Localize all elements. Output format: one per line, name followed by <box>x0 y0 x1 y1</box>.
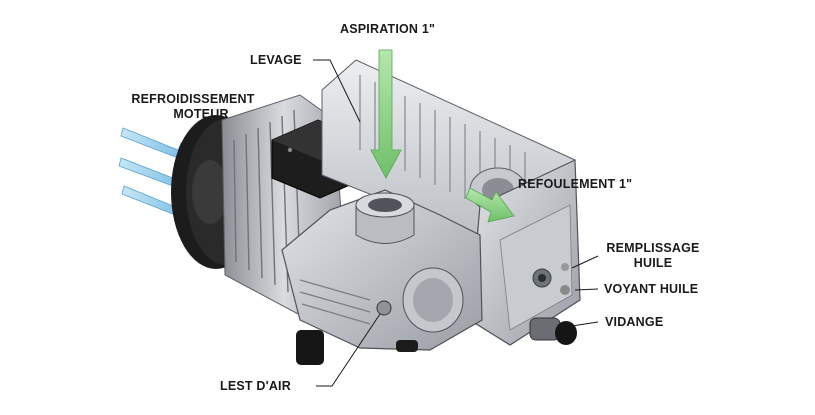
label-vidange: VIDANGE <box>605 315 664 329</box>
central-casting <box>281 189 483 365</box>
label-remplissage-line1: REMPLISSAGE <box>606 241 700 255</box>
refoulement-arrow <box>465 187 515 223</box>
levage-leader <box>313 59 361 123</box>
lest-leader <box>316 313 381 387</box>
leader-lines <box>313 59 599 387</box>
airflow-arrows <box>370 49 515 223</box>
label-voyant: VOYANT HUILE <box>604 282 699 296</box>
aspiration-arrow <box>370 49 402 179</box>
gas-ballast-valve <box>376 300 392 316</box>
voyant-leader <box>574 288 599 291</box>
label-aspiration: ASPIRATION 1" <box>340 22 436 36</box>
label-lest: LEST D'AIR <box>220 379 291 393</box>
vidange-leader <box>571 321 599 327</box>
label-levage: LEVAGE <box>250 53 302 67</box>
label-remplissage: REMPLISSAGE HUILE <box>600 241 706 271</box>
label-refroidissement-line2: MOTEUR <box>173 107 229 121</box>
drain-plug <box>529 317 561 341</box>
label-refroidissement: REFROIDISSEMENT MOTEUR <box>118 92 268 122</box>
label-refoulement: REFOULEMENT 1" <box>518 177 633 191</box>
label-refroidissement-line1: REFROIDISSEMENT <box>131 92 255 106</box>
remplissage-leader <box>571 255 599 269</box>
label-remplissage-line2: HUILE <box>633 256 673 270</box>
